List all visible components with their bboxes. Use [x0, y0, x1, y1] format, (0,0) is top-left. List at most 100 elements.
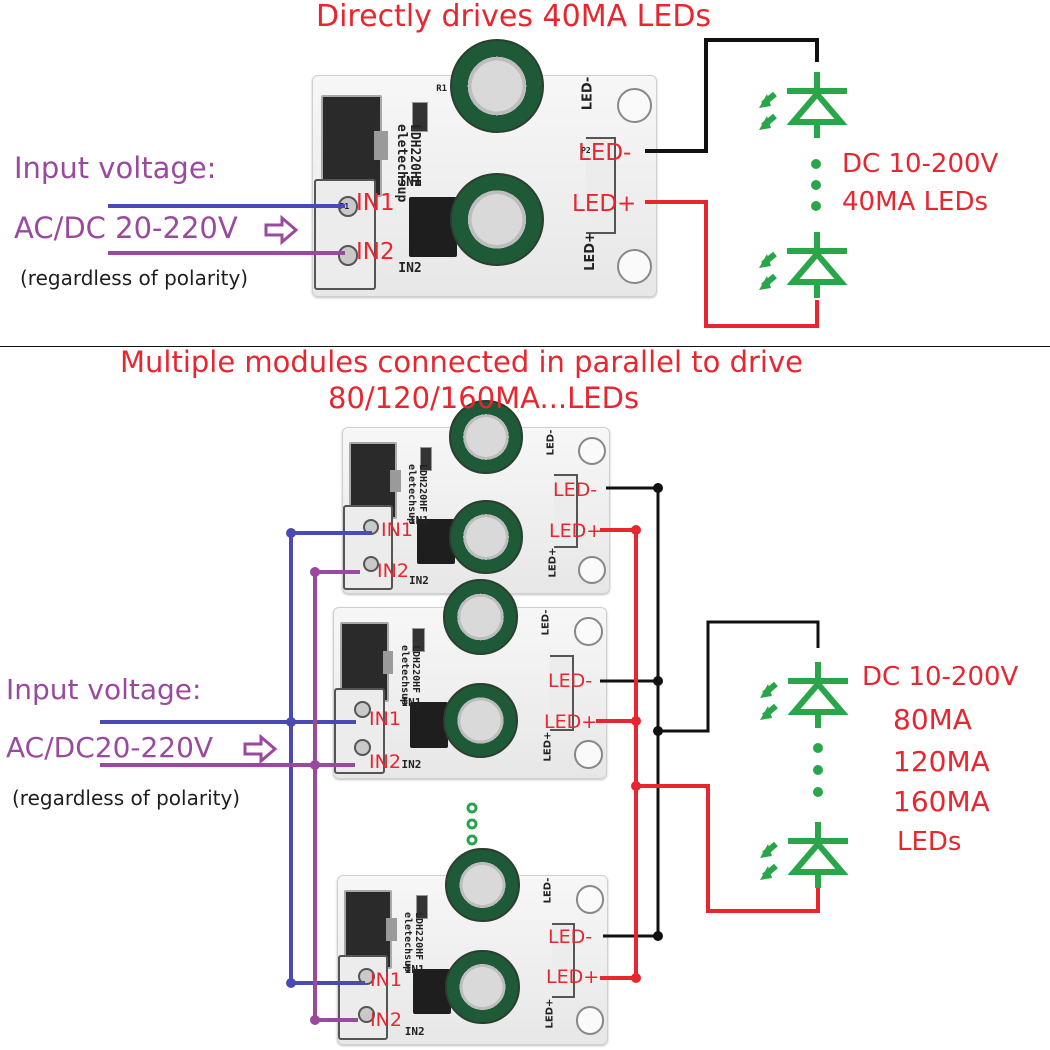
- m1-in1-pin: IN1: [381, 519, 413, 541]
- top-in2-pin: IN2: [356, 239, 395, 265]
- resistor-r1: [412, 627, 426, 652]
- m1-in2-pin: IN2: [377, 560, 409, 582]
- m1-led-minus-pin: LED-: [553, 479, 598, 501]
- top-led-output-line1: DC 10-200V: [842, 149, 999, 179]
- resistor-r1: [415, 895, 429, 920]
- top-polarity-note: (regardless of polarity): [20, 266, 249, 290]
- bridge-chip: [409, 701, 449, 749]
- top-input-range: AC/DC 20-220V: [14, 211, 238, 245]
- bottom-led-output-line1: DC 10-200V: [862, 662, 1019, 692]
- m1-led-plus-pin: LED+: [549, 520, 603, 542]
- ellipsis-dot: [466, 818, 478, 830]
- output-terminal: [586, 137, 616, 235]
- input-terminal: [338, 954, 389, 1041]
- capacitor: [445, 949, 520, 1025]
- junction-dot: [310, 567, 320, 577]
- top-in1-pin: IN1: [356, 190, 395, 216]
- mounting-hole: [575, 885, 604, 914]
- junction-dot: [631, 973, 641, 983]
- bridge-chip: [412, 968, 451, 1015]
- led-icon: [760, 822, 848, 888]
- top-input-label: Input voltage:: [14, 151, 217, 185]
- led-plus-silk: LED+: [544, 998, 556, 1029]
- ellipsis-dot: [813, 787, 823, 797]
- capacitor: [445, 847, 520, 923]
- ellipsis-dot: [466, 834, 478, 846]
- ellipsis-dot: [813, 743, 823, 753]
- capacitor: [442, 579, 518, 655]
- led-icon: [760, 662, 848, 728]
- mounting-hole: [616, 88, 652, 124]
- bottom-title-line1: Multiple modules connected in parallel t…: [120, 345, 803, 379]
- led-plus-silk: LED+: [582, 231, 598, 271]
- in1-silk: IN1: [404, 963, 425, 977]
- led-minus-silk: LED-: [540, 609, 552, 636]
- ellipsis-dot: [811, 159, 821, 169]
- in1-silk: IN1: [398, 174, 422, 190]
- input-terminal: [343, 505, 393, 590]
- top-led-plus-pin: LED+: [572, 191, 637, 217]
- mounting-hole: [574, 617, 603, 646]
- m3-in2-pin: IN2: [370, 1009, 402, 1031]
- m2-in2-pin: IN2: [369, 751, 401, 773]
- bridge-chip: [408, 197, 457, 258]
- model-silk: LDH220HF: [409, 644, 421, 693]
- junction-dot: [653, 676, 663, 686]
- output-terminal: [551, 922, 576, 998]
- capacitor: [442, 682, 518, 758]
- mounting-hole: [577, 437, 606, 466]
- in1-silk: IN1: [409, 513, 429, 527]
- in2-silk: IN2: [404, 1024, 425, 1038]
- capacitor: [449, 400, 523, 474]
- led-plus-silk: LED+: [547, 547, 559, 578]
- in2-silk: IN2: [398, 261, 422, 277]
- output-terminal: [554, 473, 578, 548]
- model-silk: LDH220HF: [412, 912, 424, 961]
- r1-silk: R1: [436, 83, 448, 94]
- input-terminal: [334, 687, 385, 775]
- wire-led-plus-out: [636, 784, 820, 913]
- module-board-2: eletechsup LDH220HF IN1 IN2 LED- LED+: [333, 579, 607, 779]
- in2-silk: IN2: [401, 758, 422, 772]
- capacitor: [450, 39, 544, 134]
- module-board-1: eletechsup LDH220HF IN1 IN2 LED- LED+: [342, 400, 610, 594]
- led-minus-silk: LED-: [545, 429, 557, 456]
- capacitor: [450, 172, 544, 267]
- led-plus-silk: LED+: [542, 731, 554, 762]
- wire-led-minus-out: [658, 620, 820, 733]
- wire-led-plus-top: [645, 200, 819, 328]
- ellipsis-dot: [811, 201, 821, 211]
- m3-led-plus-pin: LED+: [546, 966, 600, 988]
- top-led-minus-pin: LED-: [578, 140, 632, 166]
- bottom-polarity-note: (regardless of polarity): [12, 786, 241, 810]
- p1-silk: P1: [339, 201, 350, 211]
- junction-dot: [310, 1015, 320, 1025]
- mounting-hole: [575, 1006, 604, 1035]
- ellipsis-dot: [811, 180, 821, 190]
- model-silk: LDH220HF: [416, 463, 428, 512]
- arrow-right-icon: [264, 214, 299, 246]
- bottom-input-label: Input voltage:: [6, 673, 202, 706]
- mounting-hole: [577, 555, 606, 584]
- top-led-output-line2: 40MA LEDs: [842, 187, 989, 217]
- junction-dot: [653, 726, 663, 736]
- junction-dot: [631, 525, 641, 535]
- top-title: Directly drives 40MA LEDs: [316, 0, 712, 34]
- junction-dot: [286, 978, 296, 988]
- module-board-top: eletechsup LDH220HF IN1 IN2 R1 P1 P2 LED…: [312, 39, 657, 297]
- in1-silk: IN1: [401, 696, 422, 710]
- bridge-chip: [417, 518, 455, 564]
- junction-dot: [286, 717, 296, 727]
- m2-led-minus-pin: LED-: [548, 670, 593, 692]
- arrow-right-icon: [243, 733, 278, 765]
- output-terminal: [550, 655, 575, 732]
- led-icon: [759, 72, 847, 138]
- ellipsis-dot: [813, 765, 823, 775]
- in2-silk: IN2: [409, 573, 429, 587]
- bottom-led-output-line2: 80MA: [893, 703, 972, 736]
- mounting-hole: [616, 248, 652, 284]
- junction-dot: [286, 528, 296, 538]
- ellipsis-dot: [466, 802, 478, 814]
- junction-dot: [631, 716, 641, 726]
- bottom-title-line2: 80/120/160MA...LEDs: [328, 381, 640, 415]
